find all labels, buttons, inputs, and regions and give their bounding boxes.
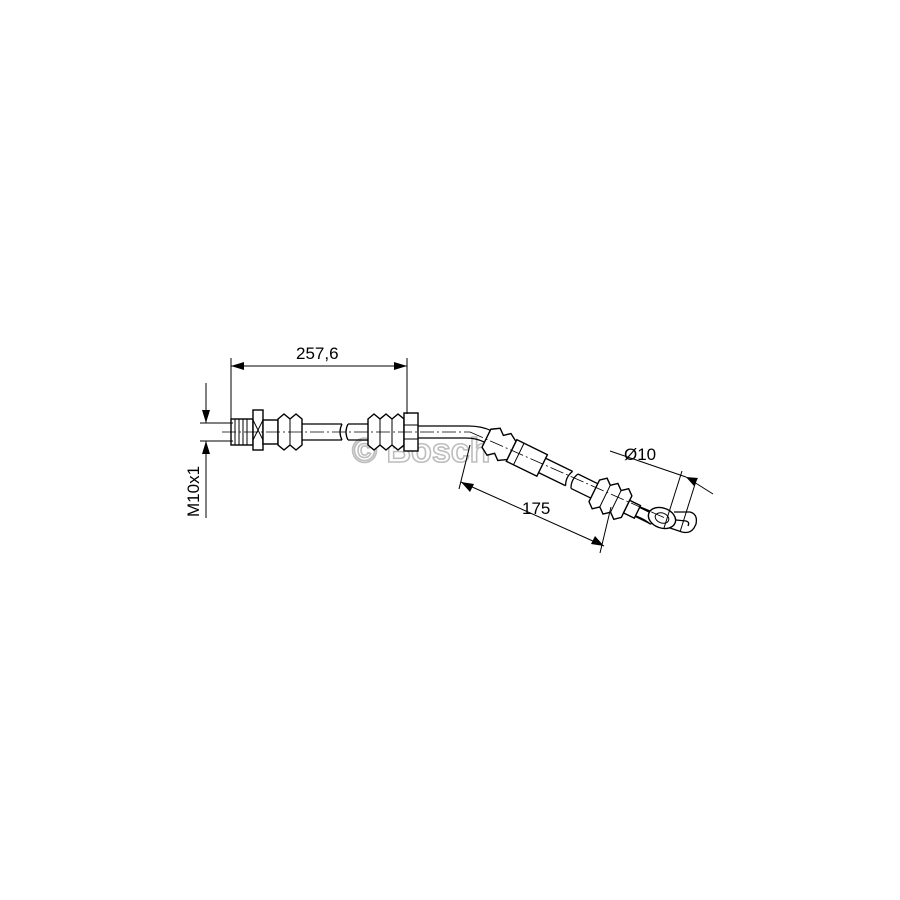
dimension-overall-length: 257,6 (230, 344, 408, 420)
left-threaded-fitting (230, 409, 279, 451)
angled-hose-assembly (481, 427, 657, 525)
centerlines (222, 431, 666, 519)
banjo-diameter-label: Ø10 (624, 445, 656, 464)
dimension-banjo-diameter: Ø10 (609, 445, 714, 533)
thread-label: M10x1 (184, 466, 203, 517)
overall-length-label: 257,6 (296, 344, 339, 363)
dimension-offset-length: 175 (458, 444, 612, 554)
dimension-thread: M10x1 (184, 383, 233, 518)
offset-length-label: 175 (522, 499, 550, 518)
